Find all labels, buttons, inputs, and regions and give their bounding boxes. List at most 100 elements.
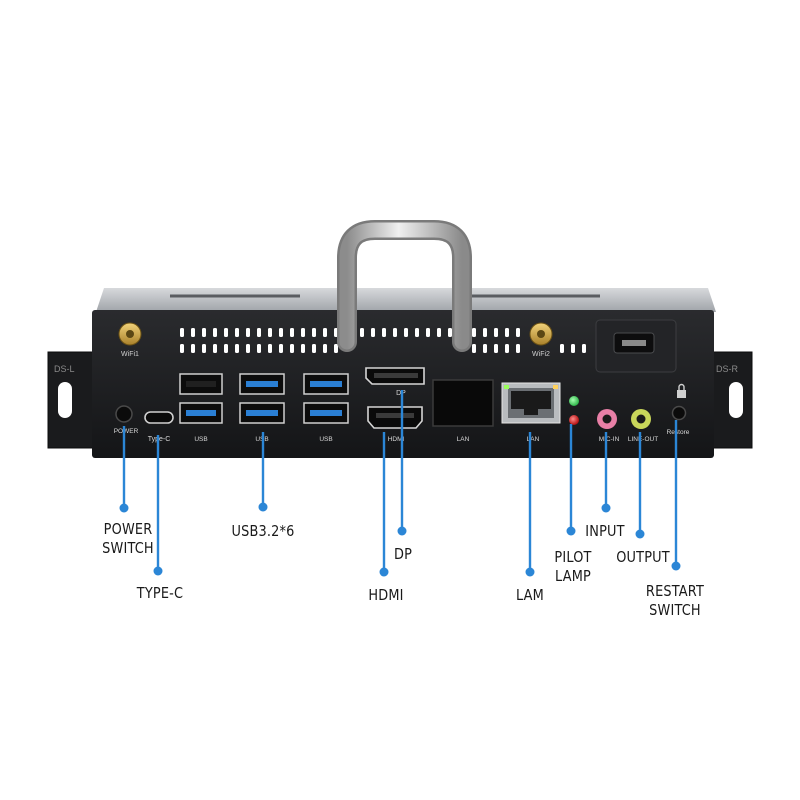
hdmi-leader-dot: [379, 567, 389, 577]
callout-text: RESTART: [645, 582, 705, 600]
mic-in-label: MIC-IN: [599, 436, 620, 443]
callout-text: SWITCH: [102, 539, 154, 557]
usb-label: USB: [194, 436, 207, 443]
callout-text: SWITCH: [649, 601, 701, 619]
lan-label: LAN: [527, 436, 540, 443]
vent-slot: [213, 328, 217, 337]
vent-slot: [505, 344, 509, 353]
vent-slot: [202, 344, 206, 353]
usb-port-group: USB USB USB: [179, 373, 349, 443]
vent-slot: [257, 344, 261, 353]
vent-slot: [516, 344, 520, 353]
vent-slot: [393, 328, 397, 337]
callout-text: POWER: [103, 520, 153, 538]
callout-text: LAM: [516, 586, 544, 604]
serial-cover-plate: [595, 319, 677, 373]
vent-slot: [494, 328, 498, 337]
callout-type-c: TYPE-C: [132, 584, 187, 603]
wifi2-antenna-connector[interactable]: WiFi2: [529, 322, 553, 358]
callout-hdmi: HDMI: [367, 586, 405, 605]
vent-slot: [246, 344, 250, 353]
usb-port[interactable]: [303, 402, 349, 424]
usb-port[interactable]: [179, 402, 223, 424]
vent-slot: [505, 328, 509, 337]
usb-port[interactable]: [239, 402, 285, 424]
restart-switch-leader-dot: [671, 561, 681, 571]
callout-input: INPUT: [584, 522, 627, 541]
pilot-lamp-leds: [569, 396, 579, 425]
vent-slot: [483, 328, 487, 337]
vent-slot: [268, 344, 272, 353]
usb-port[interactable]: [303, 373, 349, 395]
power-switch-leader-dot: [119, 503, 129, 513]
lan-rj45-port[interactable]: LAN: [501, 382, 561, 443]
vent-slot: [582, 344, 586, 353]
vent-slot: [437, 328, 441, 337]
wifi1-antenna-connector[interactable]: WiFi1: [118, 322, 142, 358]
vent-slot: [312, 344, 316, 353]
vent-slot: [483, 344, 487, 353]
vent-slot: [360, 328, 364, 337]
power-label: POWER: [114, 428, 139, 435]
vent-slot: [516, 328, 520, 337]
usb-leader-dot: [258, 502, 268, 512]
vent-slot: [224, 328, 228, 337]
callout-leaders: [119, 390, 681, 577]
callout-power-switch: POWER SWITCH: [100, 520, 155, 558]
vent-slot: [290, 328, 294, 337]
callout-text: LAMP: [555, 567, 591, 585]
callout-pilot-lamp: PILOT LAMP: [552, 548, 595, 586]
pilot-lamp-leader-dot: [566, 526, 576, 536]
wifi1-label: WiFi1: [121, 351, 139, 358]
vent-slot: [235, 328, 239, 337]
wifi2-label: WiFi2: [532, 351, 550, 358]
vent-slot: [382, 328, 386, 337]
vent-slot: [279, 344, 283, 353]
callout-usb: USB3.2*6: [226, 522, 300, 541]
mic-in-jack[interactable]: MIC-IN: [597, 409, 620, 443]
lan-port-covered[interactable]: LAN: [432, 379, 494, 443]
vent-slot: [472, 344, 476, 353]
vent-slot: [202, 328, 206, 337]
usb-port[interactable]: [239, 373, 285, 395]
vent-slot: [180, 344, 184, 353]
type-c-leader-dot: [153, 566, 163, 576]
vent-slot: [290, 344, 294, 353]
callout-text: HDMI: [368, 586, 404, 604]
vent-slot: [426, 328, 430, 337]
vent-slot: [415, 328, 419, 337]
output-leader-dot: [635, 529, 645, 539]
vent-slot: [571, 344, 575, 353]
restore-label: Restore: [667, 429, 690, 436]
vent-slot: [279, 328, 283, 337]
top-cover: [96, 288, 716, 312]
callout-text: USB3.2*6: [231, 522, 295, 540]
carry-handle: [337, 220, 472, 352]
line-out-label: LINE-OUT: [628, 436, 658, 443]
vent-slot: [191, 328, 195, 337]
callout-text: PILOT: [554, 548, 592, 566]
vent-slot: [334, 344, 338, 353]
vent-slot: [301, 344, 305, 353]
dp-leader-dot: [397, 526, 407, 536]
restart-switch[interactable]: Restore: [667, 405, 690, 437]
vent-slot: [560, 344, 564, 353]
power-switch[interactable]: POWER: [114, 405, 139, 435]
svg-text:DS-R: DS-R: [716, 364, 738, 374]
vent-slot: [371, 328, 375, 337]
vent-slot: [404, 328, 408, 337]
input-leader-dot: [601, 503, 611, 513]
lam-leader-dot: [525, 567, 535, 577]
vent-slots: [180, 328, 586, 353]
vent-slot: [235, 344, 239, 353]
hdmi-port[interactable]: HDMI: [367, 406, 423, 443]
vent-slot: [180, 328, 184, 337]
vent-slot: [257, 328, 261, 337]
callout-output: OUTPUT: [616, 548, 669, 567]
line-out-jack[interactable]: LINE-OUT: [628, 409, 658, 443]
vent-slot: [301, 328, 305, 337]
hdmi-label: HDMI: [388, 436, 405, 443]
callout-restart-switch: RESTART SWITCH: [645, 582, 705, 620]
usb-port[interactable]: [179, 373, 223, 395]
